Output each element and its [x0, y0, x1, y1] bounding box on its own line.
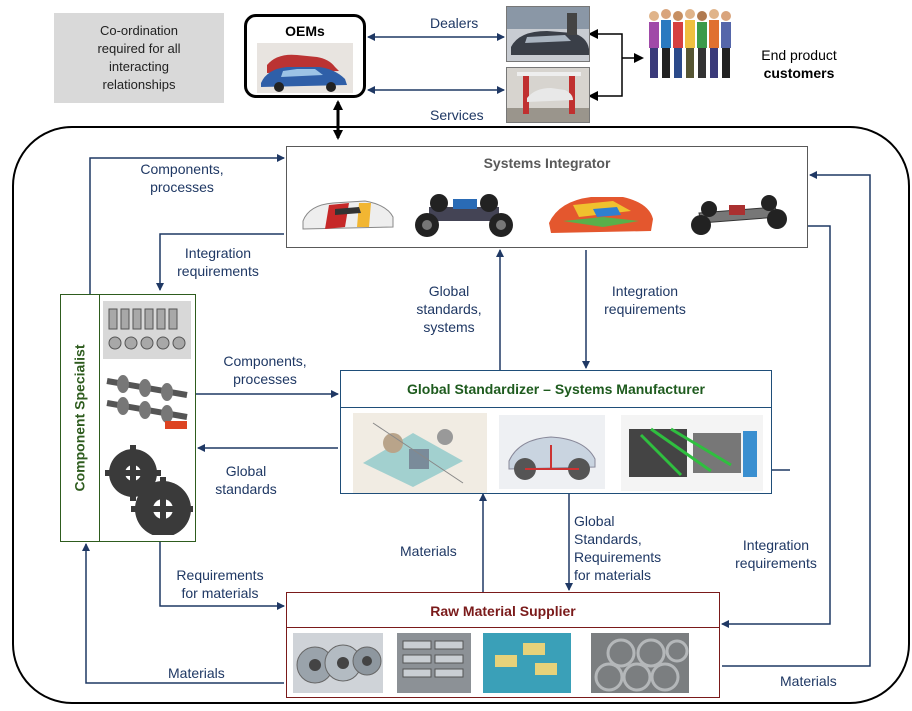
oem-box: OEMs — [244, 14, 366, 98]
systems-integrator-box: Systems Integrator — [286, 146, 808, 248]
coordination-note-text: Co-ordination required for all interacti… — [97, 23, 181, 92]
raw-to-si-arrow — [722, 171, 871, 667]
services-label: Services — [430, 107, 484, 123]
car-body-photo — [299, 187, 397, 241]
si-to-cs-arrow — [156, 233, 284, 291]
cooling-system-photo — [621, 415, 763, 491]
components-processes-top-label: Components, processes — [140, 161, 224, 195]
people-icon — [644, 4, 740, 84]
oem-cars-photo — [257, 43, 353, 93]
si-to-raw-arrow — [721, 225, 831, 628]
cs-to-raw-arrow — [159, 542, 285, 610]
chassis-photo — [679, 187, 795, 241]
global-standardizer-title: Global Standardizer – Systems Manufactur… — [407, 381, 705, 397]
component-specialist-title: Component Specialist — [72, 344, 88, 492]
assembly-drawing-photo — [353, 413, 487, 493]
brake-system-photo — [499, 415, 605, 489]
systems-integrator-title: Systems Integrator — [483, 155, 611, 171]
global-standards-label: Global standards — [215, 463, 277, 497]
cs-to-si-arrow — [89, 154, 285, 294]
component-specialist-box — [60, 294, 196, 542]
dealers-label: Dealers — [430, 15, 479, 31]
materials-center-label: Materials — [400, 543, 457, 559]
bolts-photo — [103, 301, 191, 359]
car-simulation-photo — [543, 187, 659, 241]
gears-photo — [103, 443, 193, 535]
customers-line1: End product — [761, 47, 837, 63]
alloy-blocks-photo — [483, 633, 571, 693]
customers-label: End product customers — [744, 46, 854, 82]
coordination-note: Co-ordination required for all interacti… — [54, 13, 224, 103]
title-divider — [341, 407, 771, 408]
integration-req-left-label: Integration requirements — [177, 245, 259, 279]
steel-coils-photo — [293, 633, 383, 693]
rc-chassis-photo — [409, 187, 521, 241]
raw-to-cs-arrow — [82, 543, 284, 684]
title-divider — [99, 295, 100, 541]
service-photo — [506, 67, 590, 123]
dealers-customers-link — [588, 29, 623, 101]
enterprise-boundary — [12, 126, 910, 704]
raw-material-supplier-box: Raw Material Supplier — [286, 592, 720, 698]
global-standards-systems-label: Global standards, systems — [416, 283, 482, 335]
materials-bottom-right-label: Materials — [780, 673, 837, 689]
global-standardizer-box: Global Standardizer – Systems Manufactur… — [340, 370, 772, 494]
dealer-photo — [506, 6, 590, 62]
ingots-photo — [397, 633, 471, 693]
title-divider — [287, 627, 719, 628]
components-processes-mid-label: Components, processes — [223, 353, 307, 387]
materials-bottom-left-label: Materials — [168, 665, 225, 681]
wire-rods-photo — [591, 633, 689, 693]
integration-req-right-label: Integration requirements — [735, 537, 817, 571]
raw-material-supplier-title: Raw Material Supplier — [430, 603, 576, 619]
customers-line2: customers — [763, 65, 835, 81]
oem-title: OEMs — [285, 23, 325, 39]
requirements-for-materials-label: Requirements for materials — [176, 567, 264, 601]
global-standards-req-label: Global Standards, Requirements for mater… — [574, 513, 662, 583]
component-specialist-title-wrap: Component Specialist — [60, 294, 100, 542]
integration-req-center-label: Integration requirements — [604, 283, 686, 317]
camshaft-photo — [103, 365, 191, 433]
